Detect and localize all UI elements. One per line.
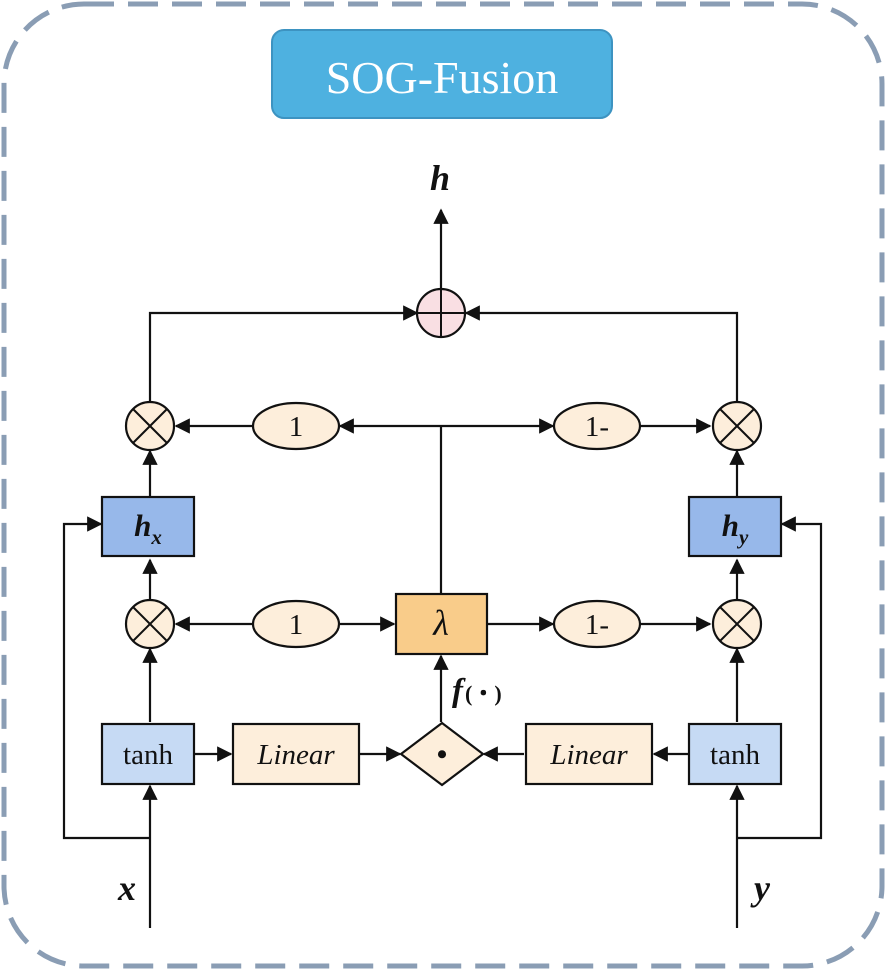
output-label: h (430, 158, 450, 198)
gate-ellipse (552, 401, 642, 451)
function-label-args: (・) (465, 681, 502, 706)
gate-ellipse (251, 401, 341, 451)
gate-label: 1- (585, 609, 609, 641)
hidden-box-rect (687, 495, 783, 558)
hidden-box-right: hy (687, 495, 783, 558)
multiply-upper-left (124, 400, 176, 452)
tanh-rect (687, 722, 783, 786)
tanh-label: tanh (710, 739, 760, 771)
linear-label: Linear (256, 739, 335, 771)
gate-upper-right: 1- (552, 401, 642, 451)
linear-box-left: Linear (231, 722, 361, 786)
hidden-label-sub: y (736, 525, 749, 549)
arrow-y-skip-to-hy (737, 516, 823, 840)
times-icon-stroke (719, 408, 755, 444)
function-label: f(・) (452, 673, 502, 709)
tanh-label: tanh (123, 739, 173, 771)
input-y-label: y (750, 868, 771, 908)
gate-label: 1 (289, 609, 304, 641)
hidden-label-main: h (134, 508, 151, 543)
times-icon-stroke (132, 606, 168, 642)
hidden-label: hx (134, 508, 162, 549)
hidden-label: hy (722, 508, 749, 549)
gate-lower-right: 1- (552, 599, 642, 649)
tanh-box-left: tanh (100, 722, 196, 786)
sum-node (415, 287, 467, 339)
function-label-main: f (452, 673, 466, 709)
lambda-box: λ (394, 592, 489, 656)
multiply-lower-right (711, 598, 763, 650)
input-x-label: x (117, 868, 136, 908)
title-badge: SOG-Fusion (271, 29, 613, 119)
title-background (271, 29, 613, 119)
multiply-lower-left (124, 598, 176, 650)
hidden-label-sub: x (150, 525, 162, 549)
tanh-rect (100, 722, 196, 786)
linear-box-right: Linear (524, 722, 654, 786)
arrow-left-to-sum (148, 305, 419, 403)
linear-rect (524, 722, 654, 786)
lambda-label: λ (432, 603, 449, 643)
arrow-x-skip-to-hx (62, 516, 150, 840)
dot-diamond (399, 721, 485, 787)
gate-upper-left: 1 (251, 401, 341, 451)
hidden-label-main: h (722, 508, 739, 543)
dot-label: • (437, 738, 448, 771)
gate-label: 1 (289, 411, 304, 443)
gate-label: 1- (585, 411, 609, 443)
linear-rect (231, 722, 361, 786)
dot-product-node: • (399, 721, 485, 787)
hidden-box-left: hx (100, 495, 196, 558)
times-icon-stroke (132, 408, 168, 444)
times-icon-stroke (719, 606, 755, 642)
gate-ellipse (552, 599, 642, 649)
arrow-right-to-sum (464, 305, 739, 403)
hidden-box-rect (100, 495, 196, 558)
gate-ellipse (251, 599, 341, 649)
lambda-rect (394, 592, 489, 656)
title-text: SOG-Fusion (326, 52, 559, 103)
linear-label: Linear (549, 739, 628, 771)
gate-lower-left: 1 (251, 599, 341, 649)
tanh-box-right: tanh (687, 722, 783, 786)
multiply-upper-right (711, 400, 763, 452)
